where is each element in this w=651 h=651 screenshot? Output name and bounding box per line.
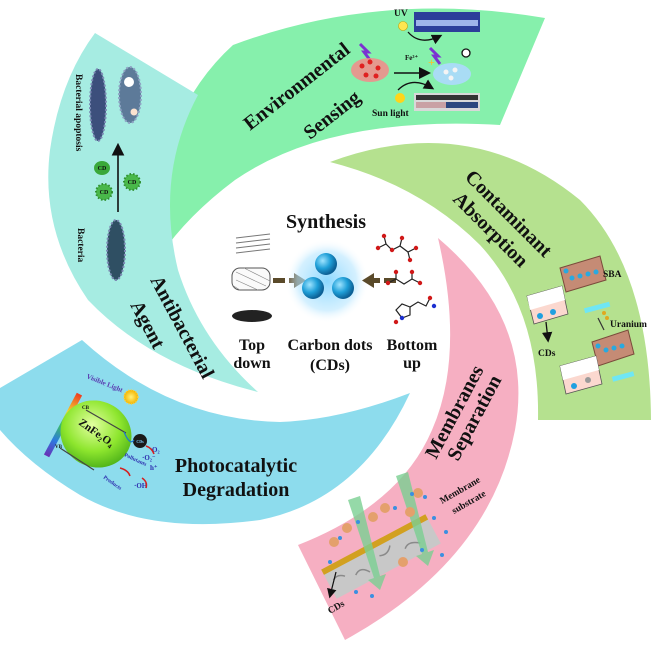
znfe2o4-particle — [60, 400, 132, 468]
carbon-powder-icon — [232, 310, 272, 322]
bacterium-icon — [106, 219, 126, 281]
quenched-cds-cluster — [433, 63, 471, 85]
cd-particles — [328, 492, 448, 598]
cd-particles — [443, 67, 458, 81]
sunlight-arrow-icon — [397, 79, 435, 91]
sun-lamp-icon — [395, 93, 405, 103]
synthesis-title: Synthesis — [286, 211, 366, 233]
beaker-icon — [526, 285, 569, 325]
cds-sphere-label: CDs — [136, 439, 144, 444]
photocatalytic-degradation-content: Photocatalytic Degradation Visible Light… — [43, 372, 297, 501]
svg-text:CD: CD — [128, 180, 137, 186]
conduction-band-line — [85, 409, 127, 434]
carbon-dot-icon — [302, 277, 324, 299]
membranes-separation-panel[interactable] — [298, 238, 519, 640]
sba-block-icon — [559, 255, 607, 293]
svg-text:CD: CD — [100, 190, 109, 196]
carbon-dots-label-line1: Carbon dots — [288, 337, 373, 354]
uv-cuvette-strip — [414, 12, 480, 32]
molecule-atoms — [393, 295, 437, 325]
no-signal-icon — [461, 48, 471, 58]
membrane-hole-icon — [130, 108, 138, 116]
bacterium-icon — [89, 68, 107, 142]
damaged-bacterium-icon — [118, 66, 142, 124]
photocatalytic-degradation-title-line2: Degradation — [183, 479, 290, 501]
oh-radical-label: ·OH — [134, 482, 148, 490]
uv-arrow-icon — [407, 31, 443, 45]
carbon-dot-icon — [315, 253, 337, 275]
sunlight-cuvette-strip — [414, 93, 480, 111]
sba-block-icon — [591, 329, 635, 367]
electron-transfer-arrow-icon — [123, 431, 135, 443]
cds-sphere-icon — [133, 434, 147, 448]
cb-label: CB — [82, 406, 90, 411]
carbon-dot-icon — [332, 277, 354, 299]
top-down-label-line1: Top — [239, 337, 265, 354]
synthesis-center: Synthesis Top down Carbon dots (CDs) — [231, 211, 438, 374]
cd-particle-icon: CD — [95, 183, 113, 201]
vb-label: VB — [55, 445, 63, 450]
uranium-label: Uranium — [610, 320, 647, 330]
uranium-icon — [602, 311, 609, 320]
valence-band-line — [59, 447, 95, 471]
uv-lamp-icon — [398, 21, 408, 31]
bottom-up-label-line2: up — [403, 355, 421, 372]
carbon-nanotube-icon — [231, 267, 271, 291]
uranium-arrow-icon — [597, 317, 605, 331]
bottom-up-arrow-icon — [362, 273, 396, 288]
cd-particles — [359, 59, 381, 79]
reaction-arrows-icon — [119, 445, 155, 489]
molecule-atoms — [375, 233, 419, 263]
bacterial-apoptosis-label: Bacterial apoptosis — [73, 74, 83, 152]
carbon-dots-label-line2: (CDs) — [310, 357, 350, 374]
fe3-ion-label: Fe³⁺ — [405, 54, 418, 62]
contaminant-absorption-panel[interactable] — [330, 142, 651, 420]
sunlight-label: Sun light — [372, 109, 410, 119]
filter-strip-icon — [583, 301, 611, 314]
carbon-dots-glow — [285, 239, 369, 323]
sun-icon — [123, 389, 139, 405]
sba-label: SBA — [603, 270, 622, 280]
flow-arrow-icon — [348, 472, 434, 590]
membrane-hole-icon — [124, 77, 134, 87]
plus-icon: + — [428, 55, 435, 69]
svg-text:CD: CD — [98, 166, 107, 172]
cds-arrow-icon — [327, 571, 337, 599]
top-down-label-line2: down — [233, 355, 270, 372]
graphite-layers-icon — [235, 233, 271, 254]
superoxide-label: ·O₂⁻ — [142, 454, 156, 462]
molecule-atoms — [385, 269, 423, 286]
uv-label: UV — [394, 9, 408, 19]
photocatalytic-degradation-panel[interactable] — [0, 340, 410, 525]
contaminant-particles — [329, 488, 423, 567]
o2-label: O₂ — [152, 446, 160, 454]
bottom-up-label-line1: Bottom — [387, 337, 438, 354]
beaker-icon — [559, 355, 603, 395]
molecule-icon — [395, 297, 431, 319]
photocatalytic-degradation-title-line1: Photocatalytic — [175, 455, 297, 477]
cd-particle-icon: CD — [123, 173, 141, 191]
bacteria-label: Bacteria — [75, 228, 85, 263]
cds-label: CDs — [538, 349, 556, 359]
h-plus-label: h⁺ — [150, 464, 158, 472]
filter-strip-icon — [611, 371, 635, 382]
membrane-substrate-icon — [321, 514, 441, 599]
cd-particle-icon: CD — [94, 161, 110, 175]
molecule-icon — [377, 235, 417, 261]
lightning-icon — [428, 46, 442, 65]
lightning-icon — [358, 42, 372, 61]
cds-arrow-icon — [541, 321, 553, 343]
